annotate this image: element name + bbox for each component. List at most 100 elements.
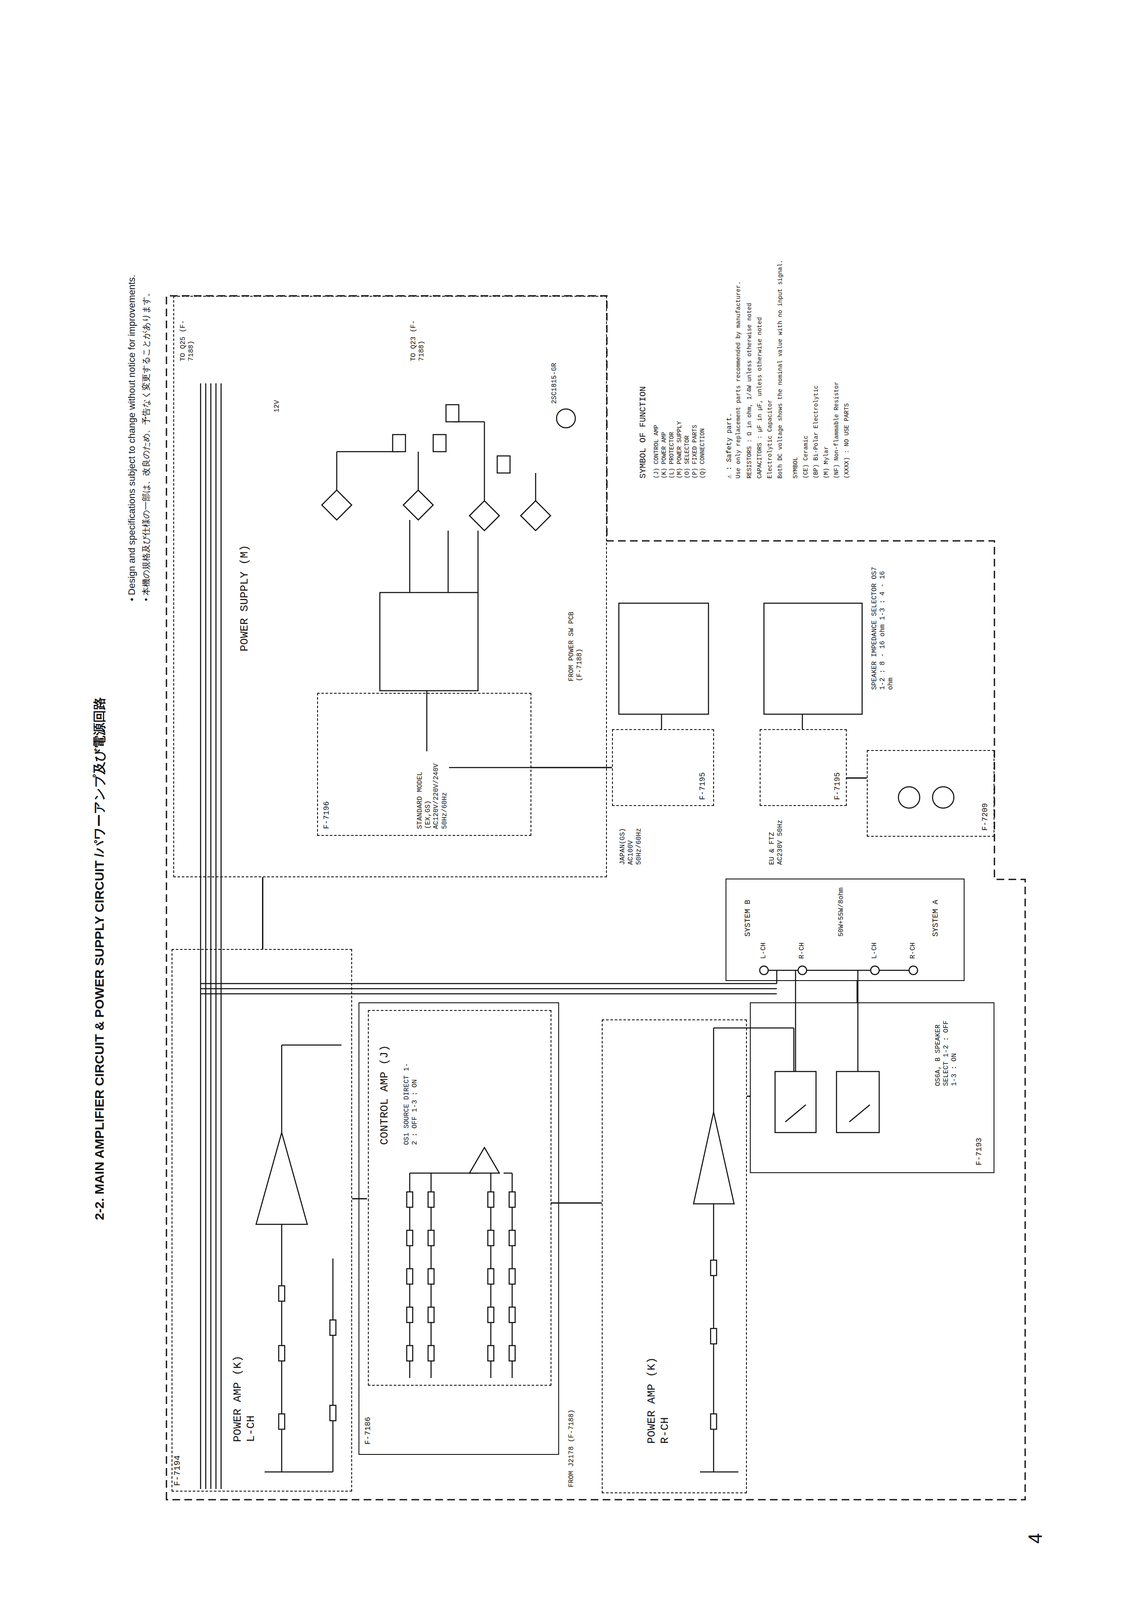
node-label: F-7195 xyxy=(698,771,708,801)
board-outline-path xyxy=(166,295,1026,1500)
node-label: F-7195 xyxy=(833,771,843,801)
part-label: (XXXX) : NO USE PARTS xyxy=(843,402,851,480)
pcb-board: F-7193 OS6A, B SPEAKER SELECT 1-2 : OFF 1… xyxy=(749,1002,995,1173)
power-ic-symbol xyxy=(693,1111,735,1204)
socket-symbol xyxy=(898,786,920,808)
pcb-board: F-7209 xyxy=(866,749,995,837)
bridge-rectifier xyxy=(321,489,551,531)
wire-bundle xyxy=(200,383,222,1489)
part-label: Both DC voltage shows the nominal value … xyxy=(776,259,785,480)
part-label: Use only replacement parts recommended b… xyxy=(734,280,743,480)
wire-bundle xyxy=(200,970,777,994)
node-label: OS1 SOURCE DIRECT 1-2 : OFF 1-3 : ON xyxy=(402,1058,420,1146)
cable-connector xyxy=(746,1095,750,1097)
cable-connector xyxy=(846,777,867,779)
pcb-board: F-7195 xyxy=(612,728,715,806)
socket-symbol xyxy=(932,786,954,808)
cable-connector xyxy=(550,1202,602,1204)
transistor-symbol xyxy=(556,408,576,428)
regulator-ic xyxy=(392,404,511,473)
board-frame: F-7194 POWER AMP (K) L-CH F-7186 CONTROL AM… xyxy=(166,295,1026,1500)
speaker-terminal-block: SYSTEM B 50W+55W/8ohm SYSTEM A xyxy=(725,878,965,981)
part-label: CAPACITORS : μF in μF, unless otherwise … xyxy=(756,316,764,480)
relay-symbol xyxy=(775,1071,880,1133)
cable-connector xyxy=(856,980,858,1003)
signal-wire xyxy=(409,1172,513,1378)
board-outline xyxy=(166,295,1026,1500)
legend-text: (M) POWER SUPPLY xyxy=(676,420,684,480)
cable-connector xyxy=(262,877,264,949)
legend-text: (J) CONTROL AMP xyxy=(652,423,661,480)
legend-text: (L) PROTECTOR xyxy=(668,431,676,480)
part-label: TO Q25 (F-7188) xyxy=(179,308,196,362)
signal-wire xyxy=(763,970,914,1072)
legend-text: (P) FIXED PARTS xyxy=(691,423,699,480)
node-label: CONTROL AMP (J) xyxy=(378,1015,392,1146)
part-label: SPEAKER IMPEDANCE SELECTOR OS7 1-2 : 8 -… xyxy=(870,560,896,691)
node-label: F-7209 xyxy=(980,801,991,832)
part-label: 2SC1815-GR xyxy=(550,361,559,405)
part-label: FROM POWER SW PCB (F-7188) xyxy=(567,594,584,683)
part-label: R-CH xyxy=(798,941,807,960)
part-label: L-CH xyxy=(870,941,879,960)
resistor-symbol xyxy=(406,1191,516,1361)
node-label: POWER AMP (K) L-CH xyxy=(231,1342,258,1443)
part-label: EU & FTZ AC230V 50Hz xyxy=(768,808,785,866)
node-label: 50W+55W/8ohm xyxy=(837,886,846,938)
speaker-terminal xyxy=(909,965,918,975)
cable-connector xyxy=(530,766,613,769)
note-text: • 本機の規格及び仕様の一部は、改良のため、予告なく変更することがあります。 xyxy=(140,287,152,602)
wiring xyxy=(200,383,914,1489)
speaker-terminal xyxy=(798,965,807,975)
note-text: • Design and specifications subject to c… xyxy=(126,273,138,602)
part-label: TO Q23 (F-7188) xyxy=(409,308,426,362)
pcb-board: F-7196 STANDARD MODEL (EX,GS) AC120V/220V… xyxy=(317,692,532,836)
node-label: F-7194 xyxy=(172,1454,183,1487)
node-label: STANDARD MODEL (EX,GS) AC120V/220V/240V … xyxy=(416,751,449,830)
node-label: F-7193 xyxy=(974,1136,985,1166)
legend-text: (K) POWER AMP xyxy=(660,431,668,480)
part-label: L-CH xyxy=(759,941,768,960)
part-label: SYMBOL xyxy=(792,456,800,480)
part-label: FROM J2178 (F-7188) xyxy=(567,1408,576,1488)
part-label: (M) Mylar xyxy=(822,445,831,480)
part-label: (BP) Bi-Polar Electrolytic xyxy=(812,384,820,480)
part-label: 4 xyxy=(1024,1532,1047,1545)
speaker-terminal xyxy=(759,965,769,975)
transformer-symbol xyxy=(379,592,863,715)
power-ic-symbol xyxy=(256,1132,308,1225)
part-label: JAPAN(GS) AC100V 50Hz/60Hz xyxy=(618,808,644,866)
pcb-board: F-7195 xyxy=(759,728,847,806)
circuit-block: CONTROL AMP (J) OS1 SOURCE DIRECT 1-2 : O… xyxy=(367,1009,552,1386)
circuit-block: POWER AMP (K) L-CH xyxy=(171,948,353,1492)
node-label: F-7186 xyxy=(363,1415,374,1446)
legend-text: (Q) CONNECTION xyxy=(699,427,707,480)
part-label: 12V xyxy=(273,399,282,414)
node-label: POWER AMP (K) R-CH xyxy=(645,1344,672,1445)
part-label: (NF) Non-flammable Resistor xyxy=(833,380,841,480)
components xyxy=(256,404,954,1429)
node-label: SYSTEM B xyxy=(743,898,753,938)
cable-connector xyxy=(352,1198,368,1200)
circuit-block: POWER SUPPLY (M) F-7196 STANDARD MODEL (EX… xyxy=(173,295,607,878)
legend-text: (O) SELECTOR xyxy=(683,434,691,480)
speaker-terminal xyxy=(870,965,880,975)
part-label: R-CH xyxy=(909,941,918,960)
part-label: SYMBOL OF FUNCTION xyxy=(638,385,649,480)
circuit-block: POWER AMP (K) R-CH xyxy=(601,1019,747,1493)
node-label: OS6A, B SPEAKER SELECT 1-2 : OFF 1-3 : O… xyxy=(934,1008,960,1087)
node-label: POWER SUPPLY (M) xyxy=(238,522,252,653)
title-text: 2-2. MAIN AMPLIFIER CIRCUIT & POWER SUPP… xyxy=(91,696,108,1221)
node-label: F-7196 xyxy=(322,800,332,830)
opamp-symbol xyxy=(469,1147,500,1173)
part-label: RESISTORS : Ω in ohm, 1/4W unless otherw… xyxy=(746,301,754,480)
part-label: Electrolytic Capacitor xyxy=(766,398,774,480)
pcb-board: F-7186 CONTROL AMP (J) OS1 SOURCE DIRECT 1… xyxy=(358,1002,560,1455)
node-label: SYSTEM A xyxy=(931,898,941,938)
part-label: (CE) Ceramic xyxy=(802,434,810,480)
part-label: ⚠ : Safety part. xyxy=(725,411,734,480)
